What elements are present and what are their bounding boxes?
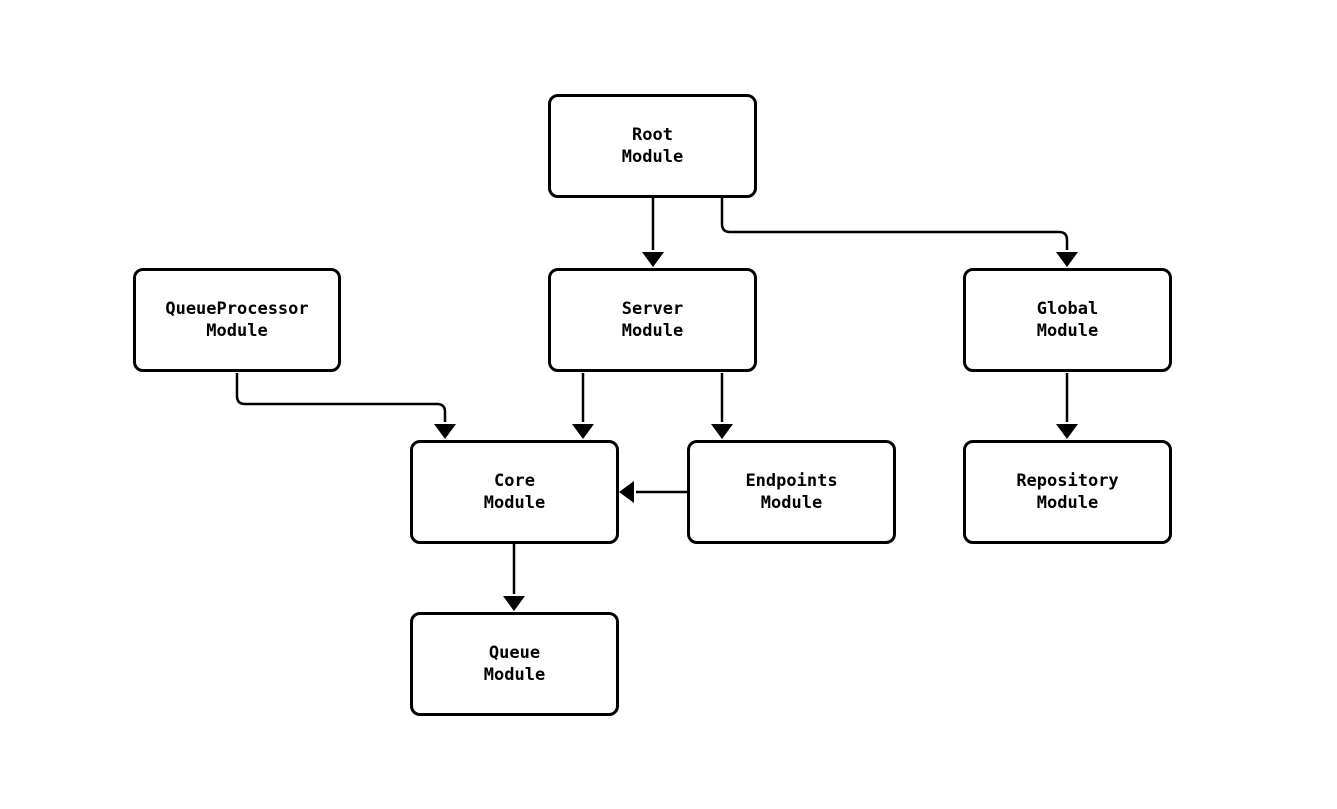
node-label-name: Core [494, 471, 535, 491]
arrowhead-endpoints-to-core [619, 481, 634, 503]
node-label-name: Repository [1016, 471, 1119, 491]
node-label-type: Module [760, 493, 823, 513]
node-label-type: Module [1036, 493, 1099, 513]
node-label-name: Server [621, 299, 684, 319]
arrowhead-global-to-repository [1056, 424, 1078, 439]
edge-root-to-global [720, 198, 1069, 250]
node-label-type: Module [206, 321, 268, 341]
node-label-type: Module [1036, 321, 1099, 341]
arrowhead-queueprocessor-to-core [434, 424, 456, 439]
arrowhead-server-to-core [572, 424, 594, 439]
arrowhead-core-to-queue [503, 596, 525, 611]
node-label-type: Module [483, 665, 546, 685]
node-label-name: Global [1036, 299, 1099, 319]
node-label-name: QueueProcessor [165, 299, 309, 319]
node-label-type: Module [621, 147, 684, 167]
arrowhead-root-to-server [642, 252, 664, 267]
node-label-name: Queue [488, 643, 541, 663]
node-label-type: Module [621, 321, 684, 341]
edge-queueprocessor-to-core [235, 373, 447, 422]
node-label-name: Root [632, 125, 673, 145]
node-label-name: Endpoints [745, 471, 838, 491]
arrowhead-root-to-global [1056, 252, 1078, 267]
node-label-type: Module [483, 493, 546, 513]
arrowhead-server-to-endpoints [711, 424, 733, 439]
